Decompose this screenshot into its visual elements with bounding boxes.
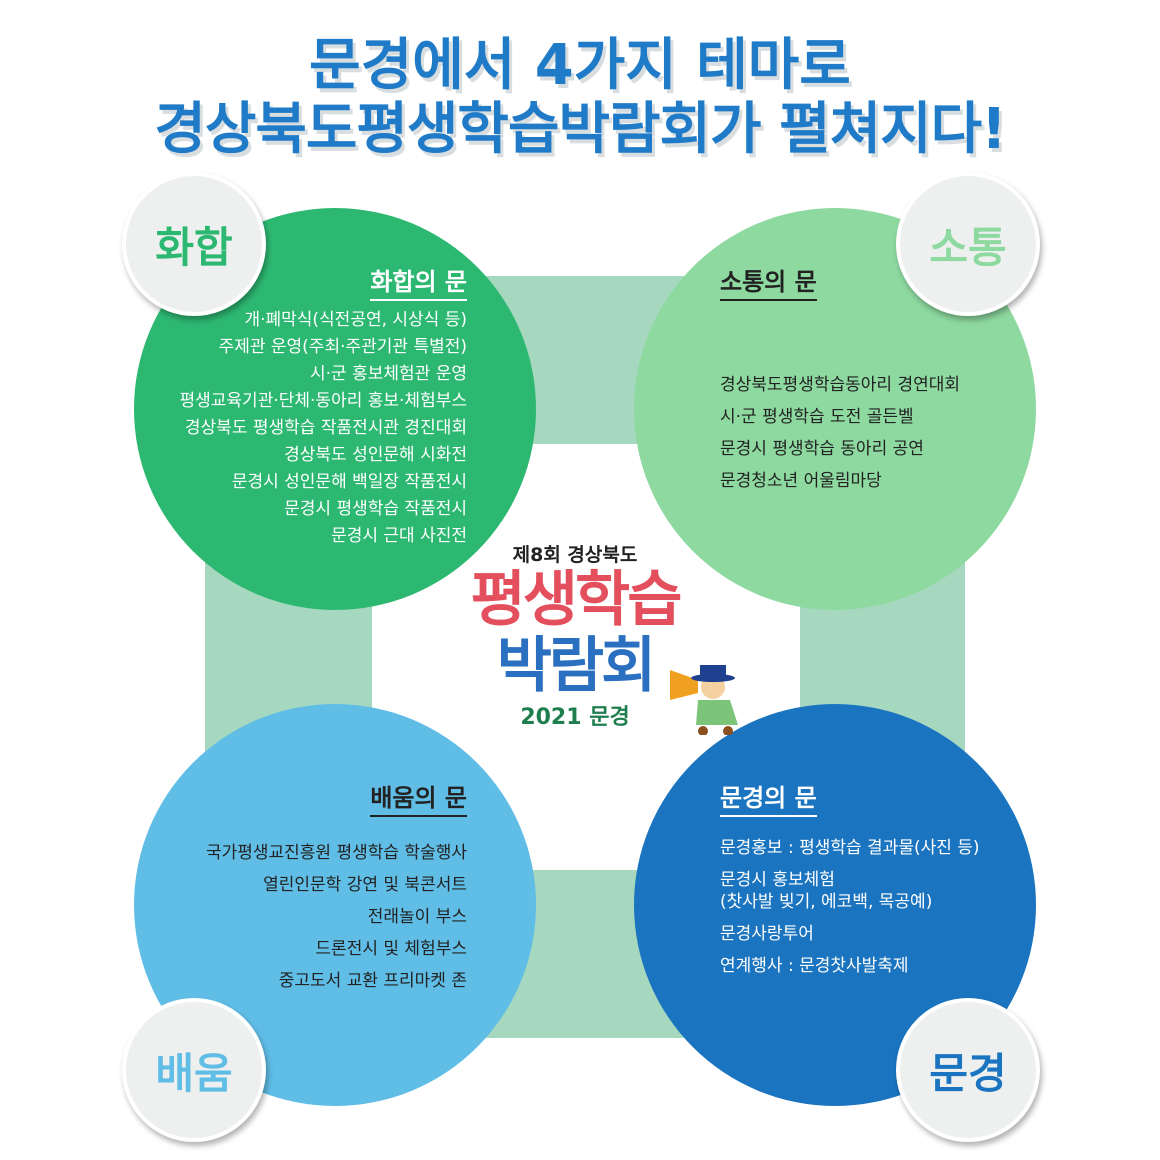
badge-communication: 소통 [896, 172, 1040, 316]
badge-harmony: 화합 [122, 172, 266, 316]
section-heading: 소통의 문 [720, 262, 817, 301]
expo-logo: 제8회 경상북도 평생학습 박람회 2021 문경 [440, 540, 710, 731]
section-heading: 문경의 문 [720, 778, 817, 817]
list-item: 경상북도 성인문해 시화전 [284, 445, 467, 465]
list-item: 문경시 평생학습 작품전시 [284, 499, 467, 519]
list-item: 전래놀이 부스 [367, 907, 467, 927]
list-item: 문경시 평생학습 동아리 공연 [720, 439, 924, 459]
list-item: 개·폐막식(식전공연, 시상식 등) [244, 310, 467, 330]
list-item: 문경시 홍보체험 (찻사발 빚기, 에코백, 목공예) [720, 870, 933, 912]
badge-mungyeong: 문경 [896, 998, 1040, 1142]
list-item: 문경시 성인문해 백일장 작품전시 [231, 472, 467, 492]
logo-line-1: 평생학습 [470, 565, 683, 635]
section-heading: 배움의 문 [370, 778, 467, 817]
logo-line-2: 박람회 [496, 631, 657, 701]
list-item: 문경홍보 : 평생학습 결과물(사진 등) [720, 838, 980, 858]
list-item: 중고도서 교환 프리마켓 존 [278, 971, 467, 991]
list-item: 시·군 홍보체험관 운영 [310, 364, 467, 384]
list-item: 경상북도 평생학습 작품전시관 경진대회 [184, 418, 467, 438]
logo-year: 2021 문경 [520, 705, 630, 730]
list-item: 드론전시 및 체험부스 [315, 939, 467, 959]
mascot-icon [670, 665, 738, 735]
list-item: 문경청소년 어울림마당 [720, 471, 882, 491]
badge-learning: 배움 [122, 998, 266, 1142]
list-item: 경상북도평생학습동아리 경연대회 [720, 375, 961, 395]
list-item: 열린인문학 강연 및 북콘서트 [263, 875, 467, 895]
section-heading: 화합의 문 [370, 262, 467, 301]
list-item: 연계행사 : 문경찻사발축제 [720, 956, 909, 976]
list-item: 평생교육기관·단체·동아리 홍보·체험부스 [179, 391, 468, 411]
list-item: 시·군 평생학습 도전 골든벨 [720, 407, 914, 427]
list-item: 문경시 근대 사진전 [331, 526, 467, 546]
list-item: 문경사랑투어 [720, 924, 814, 944]
logo-subtitle: 제8회 경상북도 [512, 544, 638, 566]
title-line-1: 문경에서 4가지 테마로 [309, 33, 851, 98]
title-line-2: 경상북도평생학습박람회가 펼쳐지다! [154, 97, 1006, 162]
list-item: 국가평생교진흥원 평생학습 학술행사 [205, 843, 467, 863]
list-item: 주제관 운영(주최·주관기관 특별전) [218, 337, 467, 357]
